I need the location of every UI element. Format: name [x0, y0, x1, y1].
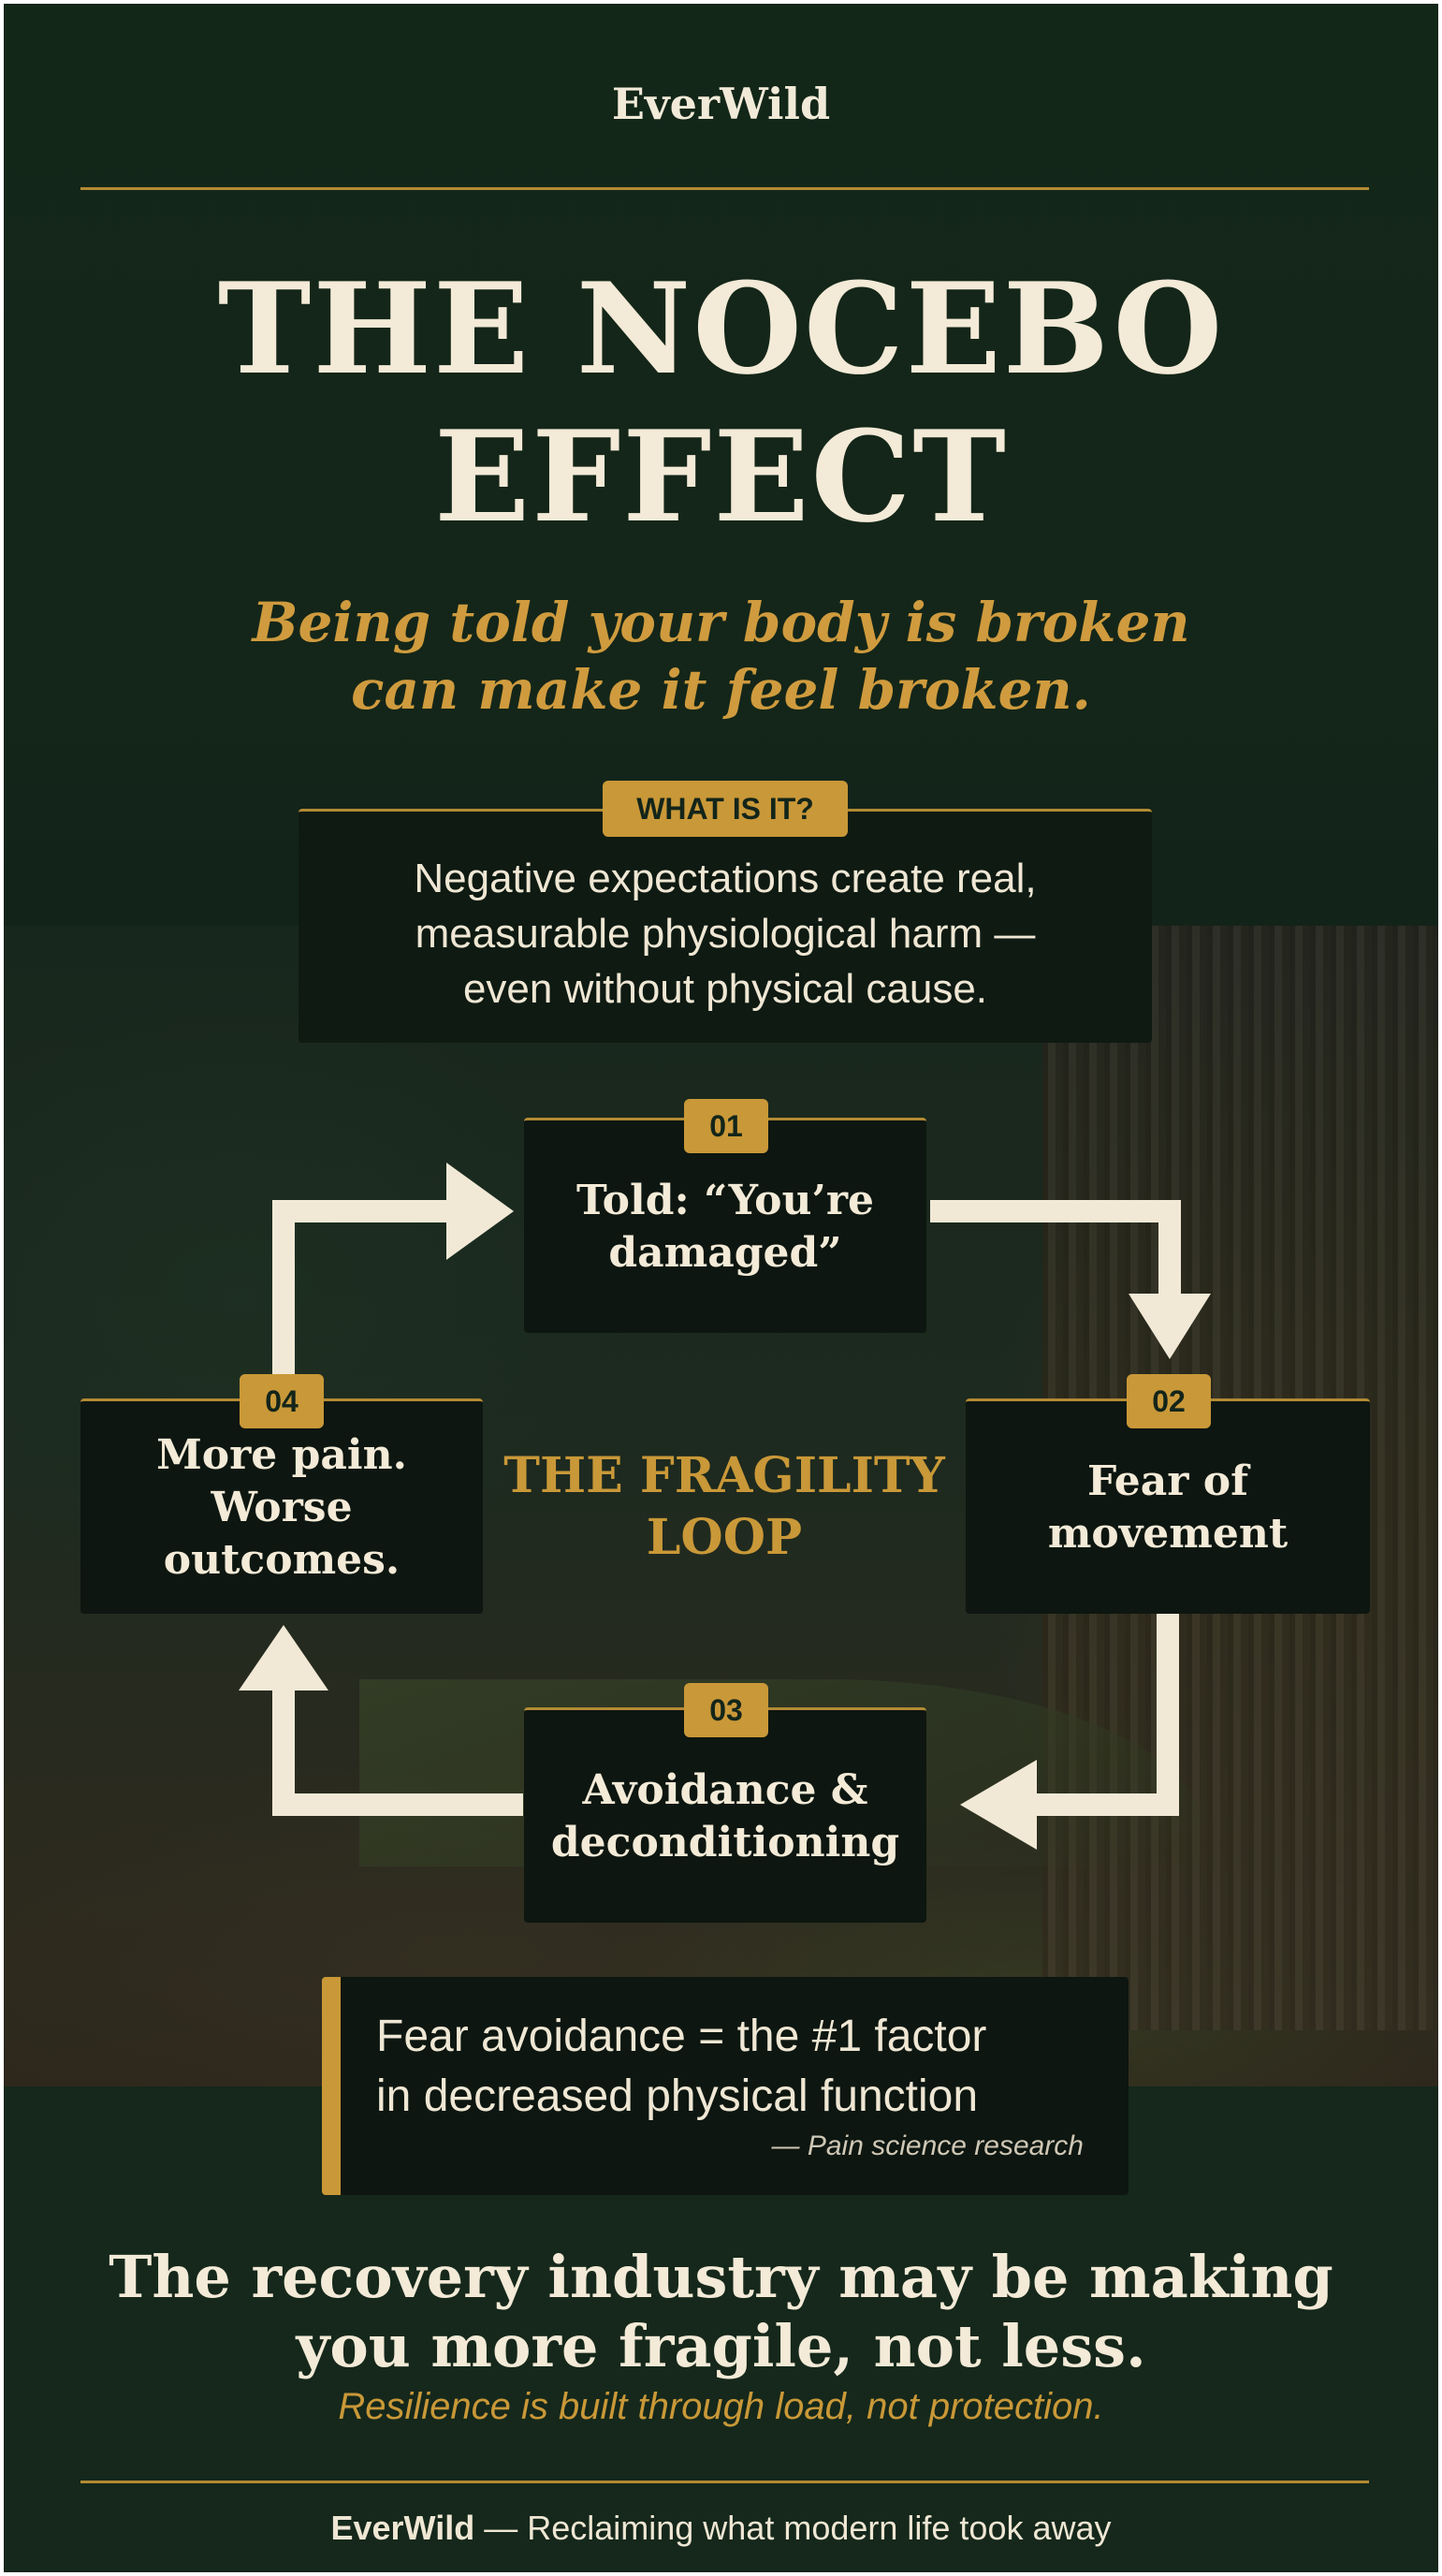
footer-brand: EverWild: [330, 2509, 475, 2547]
page-title: THE NOCEBO EFFECT: [4, 255, 1438, 550]
step-04-number: 04: [240, 1374, 324, 1428]
step-03-line-1: Avoidance &: [582, 1765, 868, 1814]
loop-step-01: Told: “You’re damaged”: [524, 1118, 926, 1333]
step-04-line-1: More pain.: [156, 1430, 407, 1479]
definition-line-2: measurable physiological harm —: [415, 911, 1036, 957]
bottom-divider: [80, 2481, 1369, 2483]
step-01-line-1: Told: “You’re: [575, 1176, 875, 1224]
quote-text: Fear avoidance = the #1 factor in decrea…: [376, 2007, 1125, 2127]
loop-label-line-2: LOOP: [646, 1509, 803, 1566]
definition-line-1: Negative expectations create real,: [414, 856, 1037, 901]
arrow-02-to-03: [960, 1614, 1179, 1850]
step-04-line-2: Worse outcomes.: [163, 1483, 401, 1584]
step-03-number: 03: [684, 1683, 768, 1737]
top-divider: [80, 187, 1369, 190]
header-background: [4, 4, 1438, 930]
title-line-1: THE NOCEBO: [217, 255, 1225, 402]
arrow-04-to-01: [272, 1163, 514, 1412]
loop-step-02: Fear of movement: [966, 1398, 1370, 1614]
definition-text: Negative expectations create real, measu…: [299, 851, 1152, 1017]
step-01-line-2: damaged”: [608, 1228, 842, 1277]
definition-tag: WHAT IS IT?: [603, 781, 848, 837]
loop-label: THE FRAGILITY LOOP: [500, 1445, 949, 1569]
brand-logo: EverWild: [611, 79, 831, 129]
subtitle-line-2: can make it feel broken.: [351, 658, 1091, 722]
loop-label-line-1: THE FRAGILITY: [503, 1447, 945, 1504]
step-02-line-2: movement: [1047, 1509, 1289, 1558]
loop-step-04: More pain. Worse outcomes.: [80, 1398, 483, 1614]
quote-line-2: in decreased physical function: [376, 2071, 979, 2121]
closing-line-1: The recovery industry may be making: [109, 2243, 1333, 2311]
subtitle: Being told your body is broken can make …: [4, 589, 1438, 724]
quote-citation: — Pain science research: [771, 2130, 1085, 2161]
definition-line-3: even without physical cause.: [462, 966, 988, 1012]
arrow-01-to-02: [930, 1200, 1211, 1359]
quote-box: [322, 1977, 1129, 2195]
closing-subtext: Resilience is built through load, not pr…: [338, 2386, 1104, 2427]
title-line-2: EFFECT: [434, 402, 1008, 550]
step-01-number: 01: [684, 1099, 768, 1153]
step-03-line-2: deconditioning: [550, 1818, 900, 1866]
loop-step-03: Avoidance & deconditioning: [524, 1707, 926, 1923]
step-02-number: 02: [1127, 1374, 1211, 1428]
arrow-03-to-04: [239, 1625, 523, 1816]
subtitle-line-1: Being told your body is broken: [252, 591, 1190, 654]
closing-statement: The recovery industry may be making you …: [4, 2243, 1438, 2381]
footer-tagline: — Reclaiming what modern life took away: [474, 2509, 1112, 2547]
footer: EverWild — Reclaiming what modern life t…: [4, 2509, 1438, 2548]
quote-line-1: Fear avoidance = the #1 factor: [376, 2012, 987, 2061]
loop-arrows: [239, 1163, 1211, 1850]
closing-line-2: you more fragile, not less.: [296, 2312, 1146, 2380]
step-02-line-1: Fear of: [1086, 1456, 1249, 1505]
